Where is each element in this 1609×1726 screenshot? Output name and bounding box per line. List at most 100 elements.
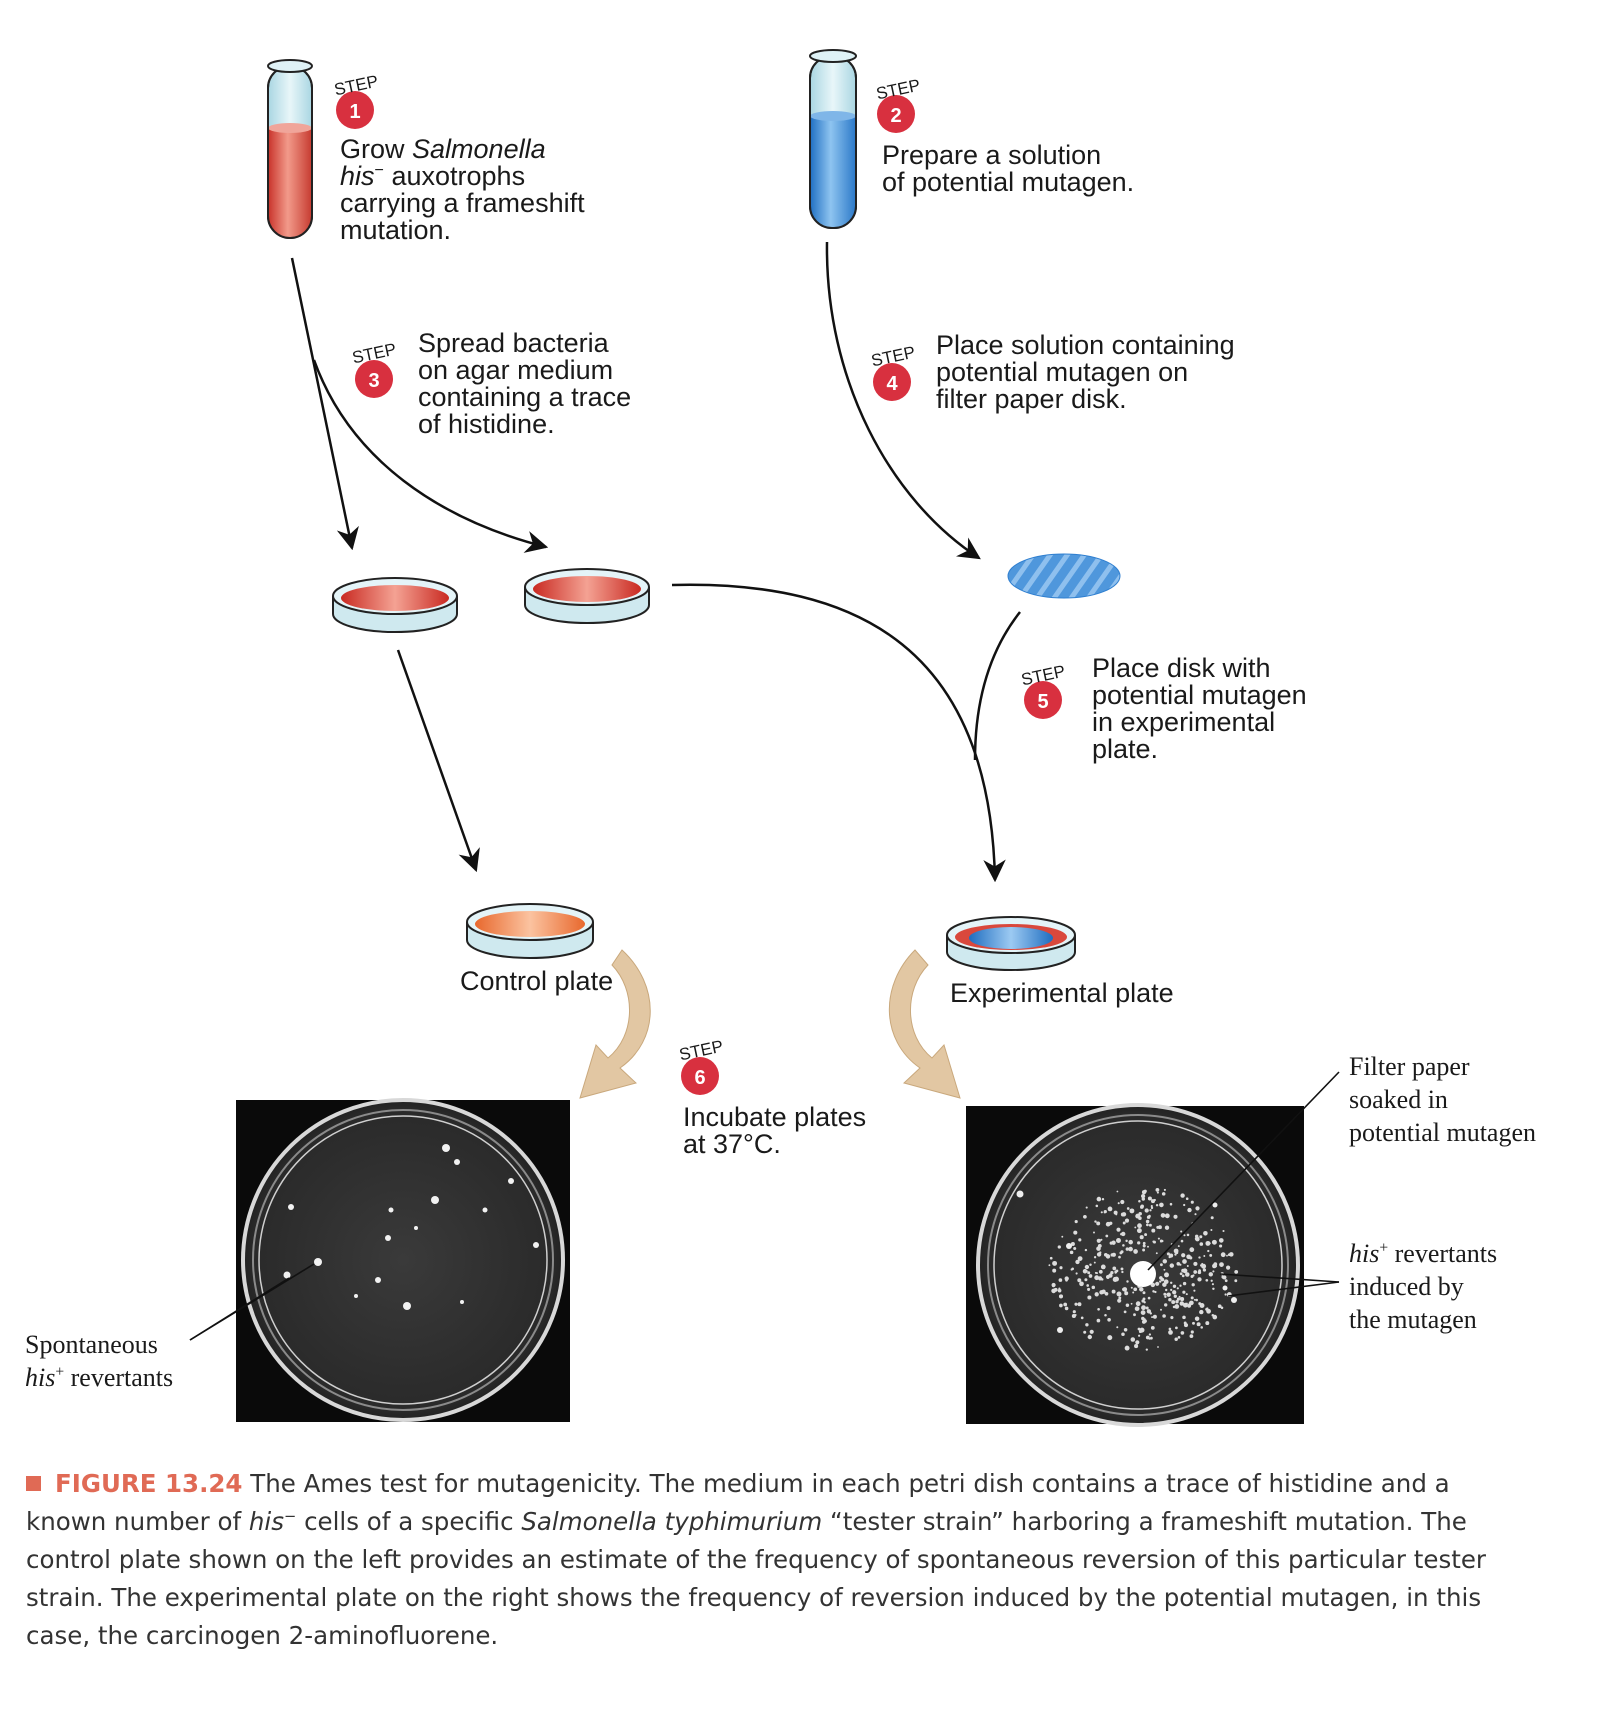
colony [1195, 1298, 1198, 1302]
colony [1082, 1269, 1087, 1273]
colony [1048, 1264, 1051, 1267]
colony [1141, 1197, 1146, 1201]
colony [1168, 1330, 1173, 1335]
colony [1126, 1207, 1130, 1210]
colony [1210, 1216, 1214, 1220]
colony [1185, 1302, 1188, 1305]
step-badge-2: 2 [877, 95, 915, 133]
colony [1220, 1252, 1226, 1258]
colony [1179, 1301, 1185, 1306]
colony [1191, 1283, 1195, 1287]
colony [1182, 1259, 1187, 1264]
colony [1142, 1248, 1146, 1252]
colony [1174, 1253, 1177, 1256]
colony [1084, 1278, 1088, 1282]
colony [1143, 1318, 1146, 1321]
colony [1096, 1196, 1102, 1202]
colony [1096, 1318, 1101, 1323]
step-3-text: Spread bacteria on agar medium containin… [418, 328, 632, 439]
colony [1129, 1208, 1135, 1214]
colony [1072, 1310, 1076, 1314]
induced-colonies [1048, 1188, 1239, 1351]
colony [1196, 1322, 1201, 1327]
colony [1141, 1299, 1145, 1303]
colony [1185, 1197, 1189, 1200]
colony [1202, 1268, 1207, 1272]
control-plate-label: Control plate [460, 966, 614, 996]
colony [1135, 1340, 1140, 1345]
colony [1085, 1206, 1088, 1209]
step-badge-3: 3 [355, 360, 393, 398]
colony [1164, 1225, 1170, 1230]
colony [1201, 1262, 1204, 1265]
colony [1139, 1327, 1145, 1333]
colony [1099, 1251, 1102, 1254]
colony [1185, 1293, 1188, 1296]
colony [1152, 1290, 1155, 1293]
colony [1083, 1214, 1087, 1219]
colony [1217, 1304, 1222, 1309]
colony [1159, 1276, 1163, 1280]
control-plate-dish [466, 903, 594, 959]
colony [1182, 1315, 1186, 1320]
colony [1114, 1271, 1117, 1274]
colony [1193, 1298, 1196, 1301]
induced-revertants-label: his+ revertants induced by the mutagen [1349, 1239, 1498, 1334]
colony [1193, 1270, 1198, 1274]
svg-text:6: 6 [694, 1067, 705, 1089]
colony [1201, 1263, 1207, 1269]
colony [1089, 1263, 1092, 1267]
colony [1192, 1274, 1195, 1277]
colony [1097, 1307, 1100, 1311]
colony [1155, 1188, 1160, 1192]
tube-red [267, 59, 313, 239]
colony [1053, 1287, 1058, 1292]
colony [1140, 1310, 1146, 1315]
colony [1234, 1270, 1239, 1274]
colony [1061, 1235, 1064, 1238]
colony [1172, 1290, 1177, 1295]
colony [1099, 1290, 1104, 1295]
colony [1089, 1329, 1094, 1334]
colony [1151, 1228, 1156, 1233]
colony [1172, 1305, 1176, 1309]
colony [1189, 1334, 1194, 1338]
colony [1119, 1251, 1123, 1255]
colony [1175, 1251, 1179, 1255]
colony [1087, 1295, 1092, 1300]
colony [1180, 1193, 1185, 1198]
colony [1117, 1202, 1120, 1205]
colony [1219, 1262, 1224, 1267]
colony [1142, 1291, 1146, 1295]
colony [1132, 1291, 1135, 1294]
colony [1085, 1323, 1089, 1327]
colony [1206, 1308, 1211, 1314]
colony [1120, 1199, 1125, 1205]
colony [1193, 1289, 1196, 1292]
colony [1098, 1269, 1103, 1274]
colony [1229, 1252, 1234, 1257]
colony [1142, 1244, 1146, 1248]
colony [1128, 1239, 1133, 1245]
colony [1093, 1231, 1095, 1234]
colony [1163, 1279, 1169, 1285]
colony [1170, 1316, 1174, 1320]
colony [1084, 1248, 1088, 1252]
colony [1185, 1272, 1190, 1277]
colony [1169, 1202, 1173, 1206]
colony [1147, 1196, 1152, 1201]
filter-paper-label: Filter paper soaked in potential mutagen [1349, 1052, 1537, 1147]
colony [1077, 1256, 1083, 1262]
colony [1057, 1288, 1062, 1293]
colony [1224, 1293, 1227, 1296]
colony [1164, 1213, 1170, 1219]
colony [1094, 1292, 1099, 1297]
colony [1130, 1337, 1136, 1342]
colony [1087, 1271, 1091, 1275]
colony [1121, 1231, 1126, 1237]
colony [1177, 1245, 1180, 1248]
colony [1084, 1264, 1090, 1270]
colony [1194, 1213, 1197, 1216]
colony [1183, 1234, 1186, 1237]
colony [1159, 1280, 1162, 1283]
